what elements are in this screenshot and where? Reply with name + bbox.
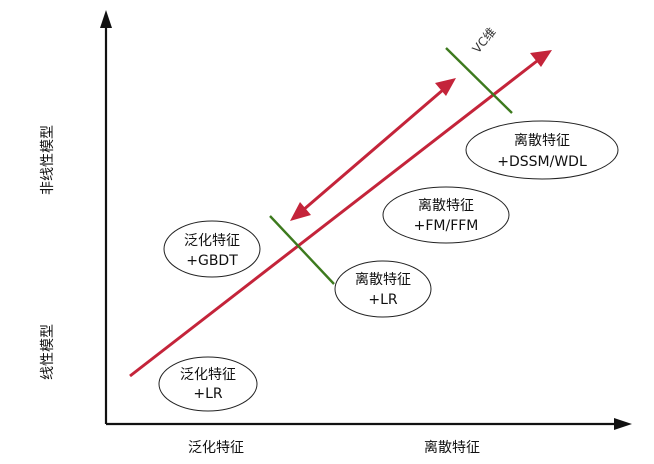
trend-arrow <box>129 50 552 378</box>
x-axis-label-discrete: 离散特征 <box>424 439 480 456</box>
node-generalized-gbdt-line-1: 泛化特征 <box>184 233 240 249</box>
node-generalized-gbdt-ellipse <box>163 220 261 278</box>
node-discrete-dssm-wdl-line-1: 离散特征 <box>514 132 570 149</box>
node-discrete-lr-ellipse <box>334 260 432 318</box>
node-discrete-lr-line-1: 离散特征 <box>355 271 411 288</box>
vc-arrow-head-lower <box>290 202 311 221</box>
vc-dimension-label: VC维 <box>470 25 499 56</box>
y-axis-label-nonlinear: 非线性模型 <box>40 125 56 195</box>
node-discrete-dssm-wdl-line-2: +DSSM/WDL <box>497 154 587 170</box>
vc-arrow-head-upper <box>435 78 456 96</box>
node-generalized-gbdt: 泛化特征 +GBDT <box>163 220 261 278</box>
vc-double-arrow <box>290 78 456 221</box>
vc-arrow-line <box>301 87 445 213</box>
node-discrete-lr: 离散特征 +LR <box>334 260 432 318</box>
node-generalized-lr-line-1: 泛化特征 <box>180 367 236 383</box>
node-generalized-lr-line-2: +LR <box>193 386 223 402</box>
axes <box>100 10 632 430</box>
vc-marker-upper <box>445 47 513 114</box>
node-generalized-gbdt-line-2: +GBDT <box>186 253 238 269</box>
node-discrete-fm-ffm-line-2: +FM/FFM <box>414 218 479 234</box>
node-discrete-dssm-wdl-ellipse <box>465 120 619 180</box>
node-generalized-lr-ellipse <box>158 356 258 412</box>
x-axis-label-generalized: 泛化特征 <box>188 440 244 456</box>
trend-arrow-head <box>530 50 552 67</box>
vc-marker-lower <box>269 215 335 285</box>
trend-arrow-line <box>129 59 538 378</box>
node-discrete-dssm-wdl: 离散特征 +DSSM/WDL <box>465 120 619 180</box>
y-axis-arrowhead <box>100 10 112 28</box>
node-discrete-fm-ffm-line-1: 离散特征 <box>418 197 474 214</box>
y-axis-label-linear: 线性模型 <box>40 324 56 380</box>
node-discrete-lr-line-2: +LR <box>368 292 398 308</box>
node-discrete-fm-ffm: 离散特征 +FM/FFM <box>382 186 510 244</box>
node-generalized-lr: 泛化特征 +LR <box>158 356 258 412</box>
node-discrete-fm-ffm-ellipse <box>382 186 510 244</box>
x-axis-arrowhead <box>614 418 632 430</box>
